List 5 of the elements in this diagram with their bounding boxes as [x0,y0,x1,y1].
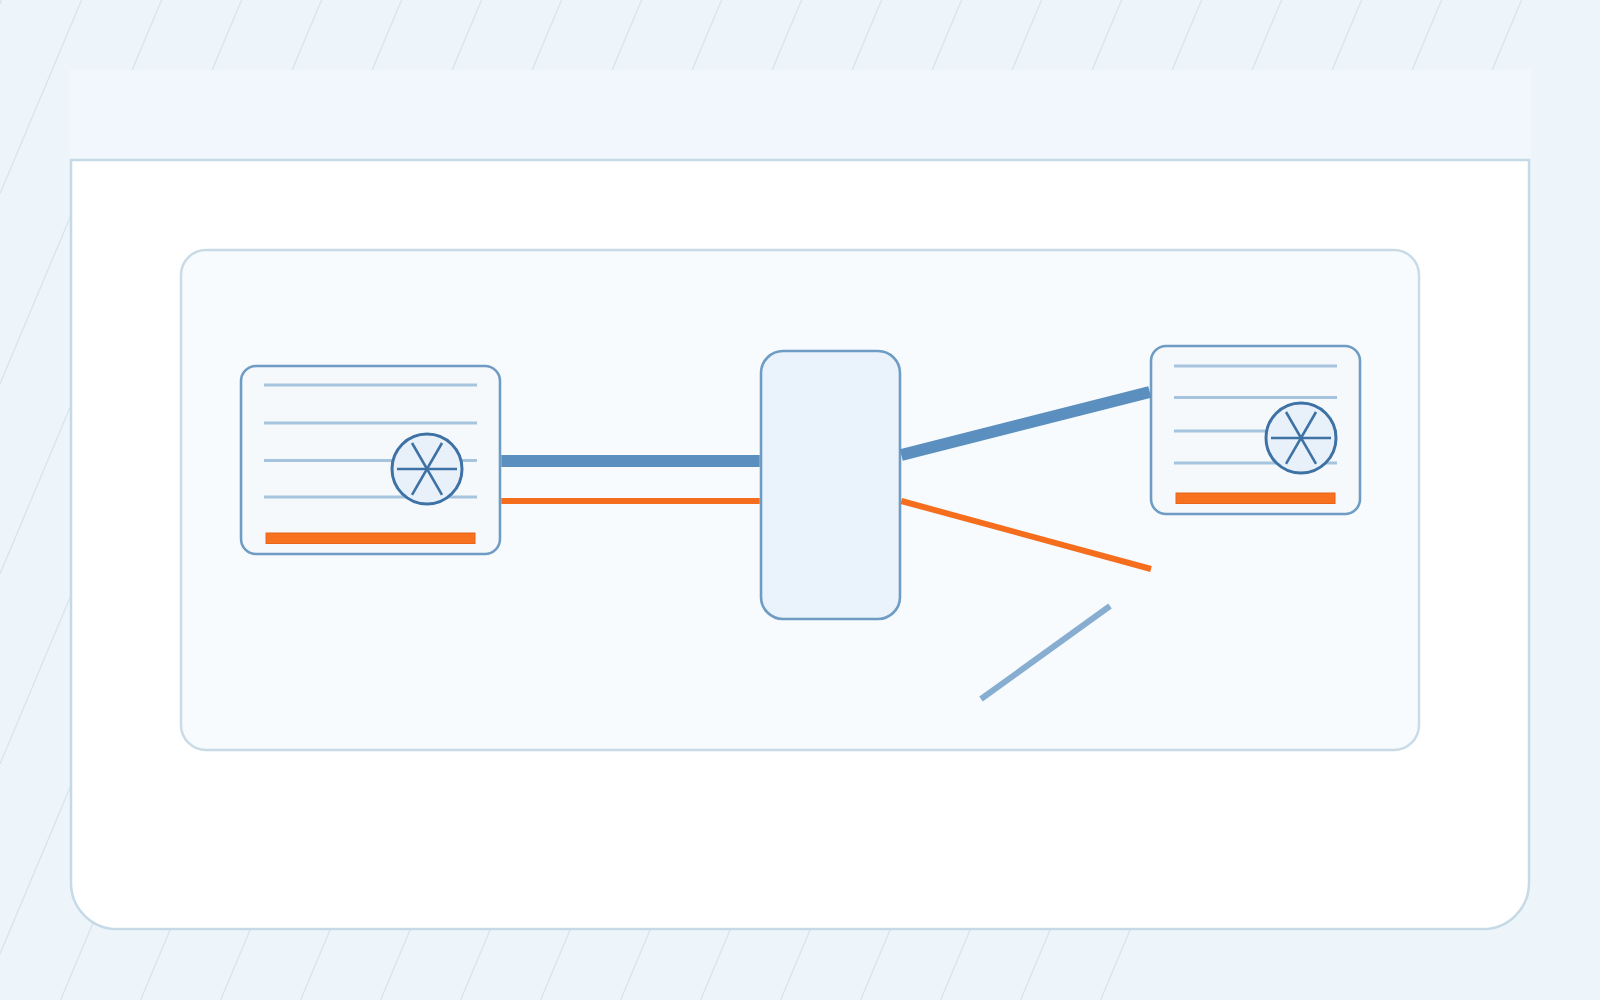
hub-box [759,349,902,621]
connector-line [501,498,760,504]
connector-line [899,386,1152,461]
connector-line [501,455,760,467]
connector-line [900,498,1152,572]
